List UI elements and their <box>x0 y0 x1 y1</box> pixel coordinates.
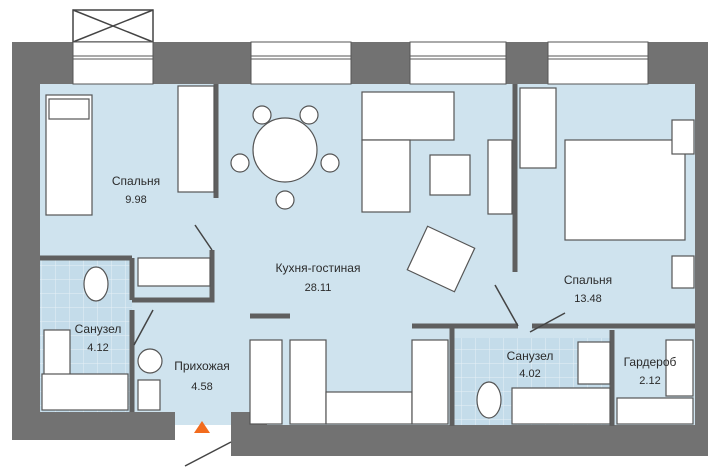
room-name: Спальня <box>564 273 612 287</box>
room-name: Прихожая <box>174 359 230 373</box>
interior-walls <box>40 84 695 426</box>
toilet-right <box>476 381 502 419</box>
room-name: Санузел <box>75 322 122 336</box>
doors <box>133 224 566 467</box>
furniture <box>41 85 695 425</box>
coffee-table <box>429 154 471 196</box>
sink-left <box>43 329 71 377</box>
room-label-bathroom-2: Санузел 4.02 <box>507 349 554 380</box>
sofa <box>361 91 455 141</box>
desk-right <box>519 87 557 169</box>
washer-icon <box>137 348 163 374</box>
armchair <box>406 225 476 293</box>
shelf <box>487 139 513 215</box>
wardrobe-entry <box>249 339 283 425</box>
dining-table <box>252 117 318 183</box>
desk-left <box>177 85 215 193</box>
room-label-bathroom-1: Санузел 4.12 <box>75 322 122 354</box>
triangle-up-icon <box>194 421 210 433</box>
toilet-left <box>83 266 109 302</box>
bathtub-left <box>41 373 129 411</box>
sink-right <box>577 341 611 385</box>
kitchen-counter <box>289 339 327 425</box>
wardrobe-hall <box>137 257 211 287</box>
room-area: 4.58 <box>191 381 212 393</box>
room-label-bedroom-2: Спальня 13.48 <box>564 273 612 305</box>
room-area: 4.02 <box>519 368 540 380</box>
room-name: Гардероб <box>624 355 677 369</box>
room-name: Санузел <box>507 349 554 363</box>
room-area: 28.11 <box>305 282 332 294</box>
room-area: 9.98 <box>125 194 146 206</box>
room-area: 13.48 <box>574 293 602 305</box>
room-label-hallway: Прихожая 4.58 <box>174 359 230 393</box>
room-label-wardrobe: Гардероб 2.12 <box>624 355 677 387</box>
room-name: Кухня-гостиная <box>276 261 361 275</box>
room-area: 2.12 <box>639 375 660 387</box>
room-name: Спальня <box>112 174 160 188</box>
bed-right <box>564 139 686 241</box>
room-area: 4.12 <box>87 342 108 354</box>
bathtub-right <box>511 387 611 425</box>
windows <box>72 9 649 85</box>
wardrobe-rack <box>616 397 694 425</box>
room-label-kitchen-living: Кухня-гостиная 28.11 <box>276 261 361 294</box>
room-label-bedroom-1: Спальня 9.98 <box>112 174 160 206</box>
